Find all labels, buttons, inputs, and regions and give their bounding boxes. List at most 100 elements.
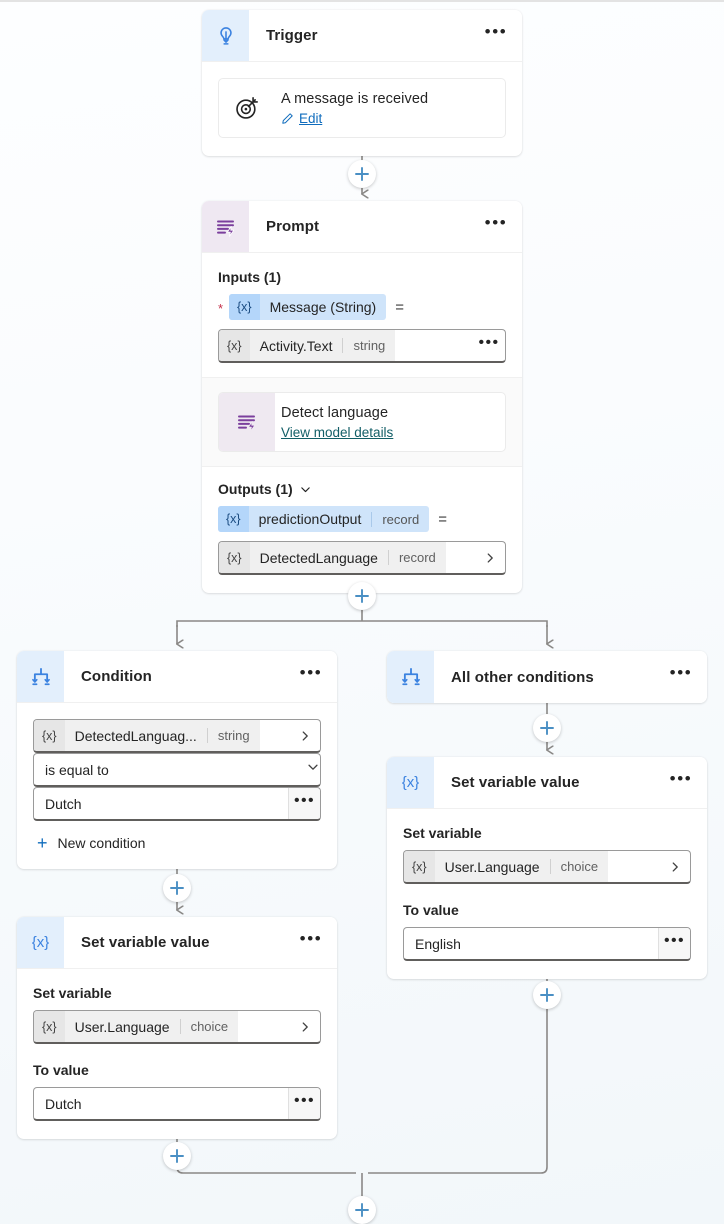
trigger-event-card[interactable]: A message is received Edit (218, 78, 506, 138)
plus-icon (540, 721, 554, 735)
add-step-after-merge-button[interactable] (348, 1196, 376, 1224)
set-variable-right-variable-field[interactable]: {x} User.Language choice (403, 850, 691, 884)
condition-value-menu-button[interactable]: ••• (288, 788, 320, 819)
set-variable-left-to-value-field[interactable]: Dutch ••• (33, 1087, 321, 1121)
plus-icon (170, 881, 184, 895)
set-variable-left-variable-field[interactable]: {x} User.Language choice (33, 1010, 321, 1044)
node-prompt[interactable]: Prompt ••• Inputs (1) * {x} Message (Str… (202, 201, 522, 593)
prompt-output-param-chip: {x} predictionOutput record (218, 506, 430, 532)
prompt-input-value-menu-button[interactable]: ••• (478, 333, 500, 351)
chevron-right-icon (302, 730, 308, 741)
node-set-variable-right-header: {x} Set variable value ••• (387, 757, 707, 809)
node-set-variable-left-menu-button[interactable]: ••• (299, 928, 323, 948)
prompt-output-expand-button[interactable] (475, 542, 505, 573)
variable-x-icon: {x} (219, 330, 250, 361)
plus-icon (355, 589, 369, 603)
set-variable-left-to-value-text: Dutch (45, 1095, 82, 1112)
prompt-model-section: Detect language View model details (202, 377, 522, 467)
prompt-outputs-section: Outputs (1) {x} predictionOutput record … (202, 467, 522, 593)
set-variable-left-to-value-menu-button[interactable]: ••• (288, 1088, 320, 1119)
prompt-inputs-section: Inputs (1) * {x} Message (String) = {x} … (202, 253, 522, 377)
variable-x-icon: {x} (17, 917, 64, 968)
add-step-after-trigger-button[interactable] (348, 160, 376, 188)
node-trigger[interactable]: Trigger ••• A message is received (202, 10, 522, 156)
condition-operator-select[interactable]: is equal to (33, 753, 321, 787)
set-variable-right-to-value-text: English (415, 935, 461, 952)
condition-value-field[interactable]: Dutch ••• (33, 787, 321, 821)
branch-icon (17, 651, 64, 702)
add-step-after-set-variable-right-button[interactable] (533, 981, 561, 1009)
set-variable-left-variable-name: User.Language (74, 1018, 170, 1035)
node-set-variable-right-body: Set variable {x} User.Language choice To… (387, 809, 707, 979)
target-icon (219, 79, 275, 137)
view-model-details-link[interactable]: View model details (281, 424, 394, 440)
node-trigger-title: Trigger (266, 27, 318, 44)
node-condition-body: {x} DetectedLanguag... string is equal t… (17, 703, 337, 869)
add-step-after-prompt-button[interactable] (348, 582, 376, 610)
condition-operator-chevron-button[interactable] (306, 760, 320, 779)
new-condition-button[interactable]: + New condition (33, 833, 321, 853)
condition-operand-name: DetectedLanguag... (74, 727, 197, 744)
trigger-edit-link[interactable]: Edit (281, 111, 322, 126)
node-all-other-conditions[interactable]: All other conditions ••• (387, 651, 707, 703)
node-condition[interactable]: Condition ••• {x} DetectedLanguag... str… (17, 651, 337, 869)
set-variable-left-variable-type: choice (179, 1019, 228, 1034)
node-trigger-body: A message is received Edit (202, 62, 522, 156)
node-set-variable-right-menu-button[interactable]: ••• (669, 768, 693, 788)
node-all-other-conditions-header: All other conditions ••• (387, 651, 707, 703)
node-set-variable-left[interactable]: {x} Set variable value ••• Set variable … (17, 917, 337, 1139)
node-trigger-menu-button[interactable]: ••• (484, 21, 508, 41)
condition-operand-field[interactable]: {x} DetectedLanguag... string (33, 719, 321, 753)
node-all-other-conditions-menu-button[interactable]: ••• (669, 663, 693, 682)
node-condition-menu-button[interactable]: ••• (299, 662, 323, 682)
chevron-right-icon (487, 552, 493, 563)
prompt-model-card[interactable]: Detect language View model details (218, 392, 506, 452)
prompt-input-equals: = (395, 298, 404, 316)
variable-x-icon: {x} (34, 720, 65, 751)
node-condition-header: Condition ••• (17, 651, 337, 703)
set-variable-right-variable-name: User.Language (444, 858, 540, 875)
prompt-input-value-name: Activity.Text (259, 337, 333, 354)
set-variable-right-variable-expand-button[interactable] (660, 851, 690, 882)
prompt-input-value-field[interactable]: {x} Activity.Text string ••• (218, 329, 506, 363)
prompt-input-value-body: Activity.Text string (249, 330, 396, 361)
prompt-output-param-name: predictionOutput (258, 511, 362, 527)
variable-x-icon: {x} (34, 1011, 65, 1042)
set-variable-left-variable-expand-button[interactable] (290, 1011, 320, 1042)
condition-operator-value: is equal to (45, 761, 109, 778)
set-variable-right-to-value-menu-button[interactable]: ••• (658, 928, 690, 959)
set-variable-left-to-value-label: To value (33, 1062, 89, 1078)
node-prompt-menu-button[interactable]: ••• (484, 212, 508, 232)
trigger-event-text: A message is received Edit (275, 79, 505, 137)
branch-icon (387, 651, 434, 703)
chevron-down-icon (308, 764, 318, 770)
node-set-variable-right[interactable]: {x} Set variable value ••• Set variable … (387, 757, 707, 979)
add-step-after-all-other-conditions-button[interactable] (533, 714, 561, 742)
trigger-bulb-icon (202, 10, 249, 61)
prompt-model-text: Detect language View model details (275, 393, 505, 451)
set-variable-left-variable-body: User.Language choice (64, 1011, 239, 1042)
prompt-output-param-row: {x} predictionOutput record = (218, 506, 506, 532)
set-variable-left-label: Set variable (33, 985, 112, 1001)
variable-x-icon: {x} (387, 757, 434, 808)
add-step-after-set-variable-left-button[interactable] (163, 1142, 191, 1170)
node-set-variable-left-header: {x} Set variable value ••• (17, 917, 337, 969)
condition-operand-expand-button[interactable] (290, 720, 320, 751)
prompt-output-value-type: record (387, 550, 436, 565)
prompt-lines-bolt-icon (219, 393, 275, 451)
add-step-after-condition-button[interactable] (163, 874, 191, 902)
condition-operand-body: DetectedLanguag... string (64, 720, 260, 751)
chevron-down-icon[interactable] (299, 483, 312, 496)
set-variable-right-variable-type: choice (549, 859, 598, 874)
chevron-right-icon (302, 1021, 308, 1032)
prompt-input-param-chip: {x} Message (String) (229, 294, 387, 320)
plus-icon (170, 1149, 184, 1163)
plus-icon (540, 988, 554, 1002)
prompt-outputs-label-row[interactable]: Outputs (1) (218, 481, 506, 497)
prompt-output-value-field[interactable]: {x} DetectedLanguage record (218, 541, 506, 575)
pencil-icon (282, 112, 293, 124)
plus-icon: + (37, 833, 48, 853)
set-variable-right-to-value-field[interactable]: English ••• (403, 927, 691, 961)
prompt-input-param-row: * {x} Message (String) = (218, 294, 506, 320)
trigger-edit-link-label: Edit (299, 110, 323, 126)
